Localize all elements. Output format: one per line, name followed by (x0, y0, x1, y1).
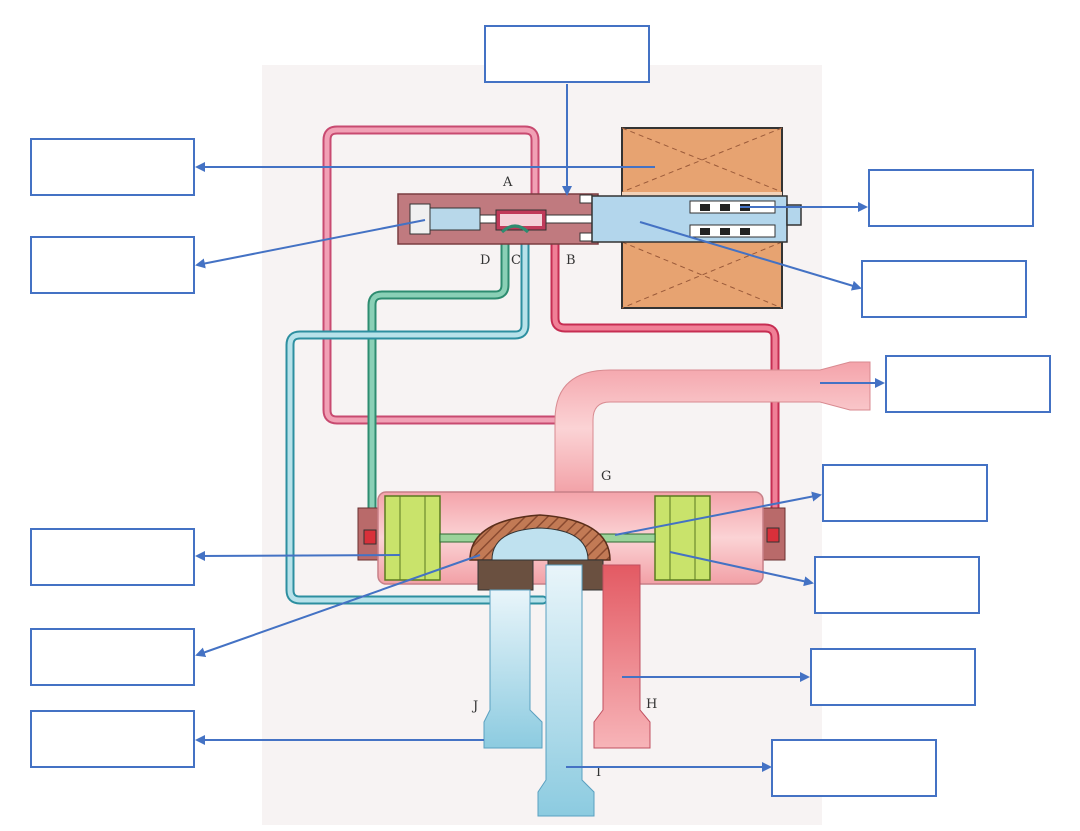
arrow-right-2 (639, 221, 862, 291)
pipe-h (593, 564, 651, 749)
discharge-pipe-g (554, 361, 871, 496)
label-box-right-6[interactable] (810, 648, 976, 706)
port-letter-g: G (601, 469, 611, 484)
label-box-left-2[interactable] (30, 236, 195, 294)
label-box-left-5[interactable] (30, 710, 195, 768)
port-letter-b: B (566, 253, 576, 268)
main-valve-body (357, 491, 786, 591)
port-letter-h: H (646, 697, 657, 712)
label-box-right-3[interactable] (885, 355, 1051, 413)
pipe-j (483, 589, 543, 749)
arrow-left-4 (195, 554, 481, 658)
leader-arrows (195, 84, 885, 772)
port-letter-c: C (511, 253, 521, 268)
label-box-right-4[interactable] (822, 464, 988, 522)
port-letter-a: A (502, 175, 513, 190)
label-box-left-4[interactable] (30, 628, 195, 686)
capillary-tubes (285, 125, 780, 605)
arrow-right-5 (669, 551, 814, 587)
label-box-right-2[interactable] (861, 260, 1027, 318)
arrow-left-2 (195, 219, 426, 269)
label-box-left-1[interactable] (30, 138, 195, 196)
port-letter-j: J (471, 699, 478, 714)
pilot-valve (397, 193, 599, 245)
arrow-right-4 (614, 491, 822, 536)
pipe-i (537, 564, 595, 817)
port-letter-d: D (480, 253, 490, 268)
port-letter-i: I (596, 765, 601, 780)
label-box-top[interactable] (484, 25, 650, 83)
label-box-left-3[interactable] (30, 528, 195, 586)
label-box-right-7[interactable] (771, 739, 937, 797)
solenoid-plunger (591, 195, 802, 243)
arrow-left-3 (195, 550, 401, 561)
label-box-right-5[interactable] (814, 556, 980, 614)
label-box-right-1[interactable] (868, 169, 1034, 227)
